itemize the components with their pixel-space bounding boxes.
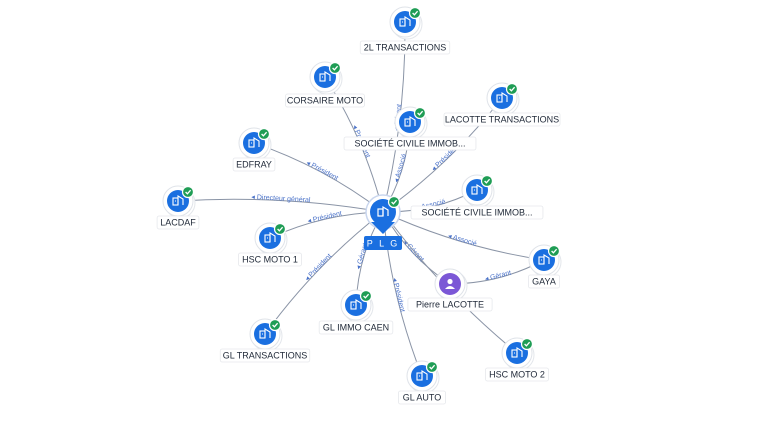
edge-label-hsc1: ◂ Président [307,210,343,225]
building-icon [377,205,389,217]
building-icon [496,92,508,103]
node-hsc1[interactable]: HSC MOTO 1 [238,222,302,267]
verified-check-icon [408,6,422,20]
node-label-bg [238,252,302,267]
node-2l[interactable]: 2L TRANSACTIONS [359,6,451,55]
node-corsaire[interactable]: CORSAIRE MOTO [285,61,365,108]
building-icon [264,232,276,243]
building-icon [350,299,362,310]
verified-check-icon [359,289,373,303]
verified-check-icon [425,360,439,374]
node-label: HSC MOTO 1 [242,255,298,265]
building-icon [471,184,483,195]
verified-check-icon [268,318,282,332]
node-label-bg [407,297,493,312]
building-icon [404,116,416,127]
node-label: GL AUTO [403,393,442,403]
edge-label-sci1: ◂ Associé [393,153,408,183]
node-pierre[interactable]: Pierre LACOTTE [407,268,493,312]
verified-check-icon [257,127,271,141]
node-label: GL TRANSACTIONS [223,351,308,361]
node-lacotte-tr[interactable]: LACOTTE TRANSACTIONS [443,82,561,127]
edge-glauto [382,211,423,377]
node-label-bg [232,157,276,172]
verified-check-icon [273,222,287,236]
node-label: GL IMMO CAEN [323,323,389,333]
node-label: Pierre LACOTTE [416,300,484,310]
nodes-layer: 2L TRANSACTIONS CORSAIRE MOTO LACOTTE TRAN… [156,6,562,405]
building-icon [416,370,428,381]
edge-gaya [382,211,545,261]
node-lacdaf[interactable]: LACDAF [156,185,200,230]
node-label: CORSAIRE MOTO [287,96,363,106]
center-label-bg [364,236,402,250]
node-gltr[interactable]: GL TRANSACTIONS [219,318,311,363]
node-label: GAYA [532,277,556,287]
node-label-bg [359,40,451,55]
node-label: LACOTTE TRANSACTIONS [445,115,559,125]
edge-lacdaf [177,198,384,213]
center-label: P L G [367,239,400,249]
edge-label-glauto: ◂ Président [391,277,406,313]
node-sci2[interactable]: SOCIÉTÉ CIVILE IMMOB... [410,174,544,220]
node-label: EDFRAY [236,160,272,170]
edge-label-edfray: ◂ Président [305,160,339,183]
verified-check-icon [520,337,534,351]
edge-gltr [264,211,384,335]
node-edfray[interactable]: EDFRAY [232,127,276,172]
node-label-bg [285,93,365,108]
edge-label-gaya: ◂ Associé [447,233,477,248]
node-hsc2[interactable]: HSC MOTO 2 [485,337,549,382]
node-label: SOCIÉTÉ CIVILE IMMOB... [354,139,465,149]
building-icon [259,328,271,339]
building-icon [538,254,550,265]
node-label-bg [318,320,394,335]
node-label-bg [398,390,446,405]
building-icon [511,347,523,358]
node-label-bg [343,136,477,151]
person-icon [445,278,455,289]
node-label-bg [156,215,200,230]
building-icon [172,195,184,206]
building-icon [248,137,260,148]
node-label-bg [219,348,311,363]
node-label-bg [528,274,561,289]
node-glauto[interactable]: GL AUTO [398,360,446,405]
verified-check-icon [181,185,195,199]
verified-check-icon [480,174,494,188]
building-icon [319,71,331,82]
building-icon [399,16,411,27]
node-label-bg [410,205,544,220]
node-label: SOCIÉTÉ CIVILE IMMOB... [421,208,532,218]
edge-label-gaya: ◂ Gérant [484,270,512,283]
node-label: 2L TRANSACTIONS [364,43,447,53]
verified-check-icon [328,61,342,75]
node-glimmo[interactable]: GL IMMO CAEN [318,289,394,335]
center-node[interactable]: P L G [364,194,402,250]
edge-label-lacdaf: ◂ Directeur général [251,194,311,204]
node-label-bg [485,367,549,382]
verified-check-icon [505,82,519,96]
node-label-bg [443,112,561,127]
node-label: LACDAF [160,218,196,228]
verified-check-icon [547,244,561,258]
node-sci1[interactable]: SOCIÉTÉ CIVILE IMMOB... [343,106,477,151]
verified-check-icon [387,195,401,209]
edge-label-gltr: ◂ Président [304,253,333,283]
node-gaya[interactable]: GAYA [528,244,562,289]
node-label: HSC MOTO 2 [489,370,545,380]
verified-check-icon [413,106,427,120]
